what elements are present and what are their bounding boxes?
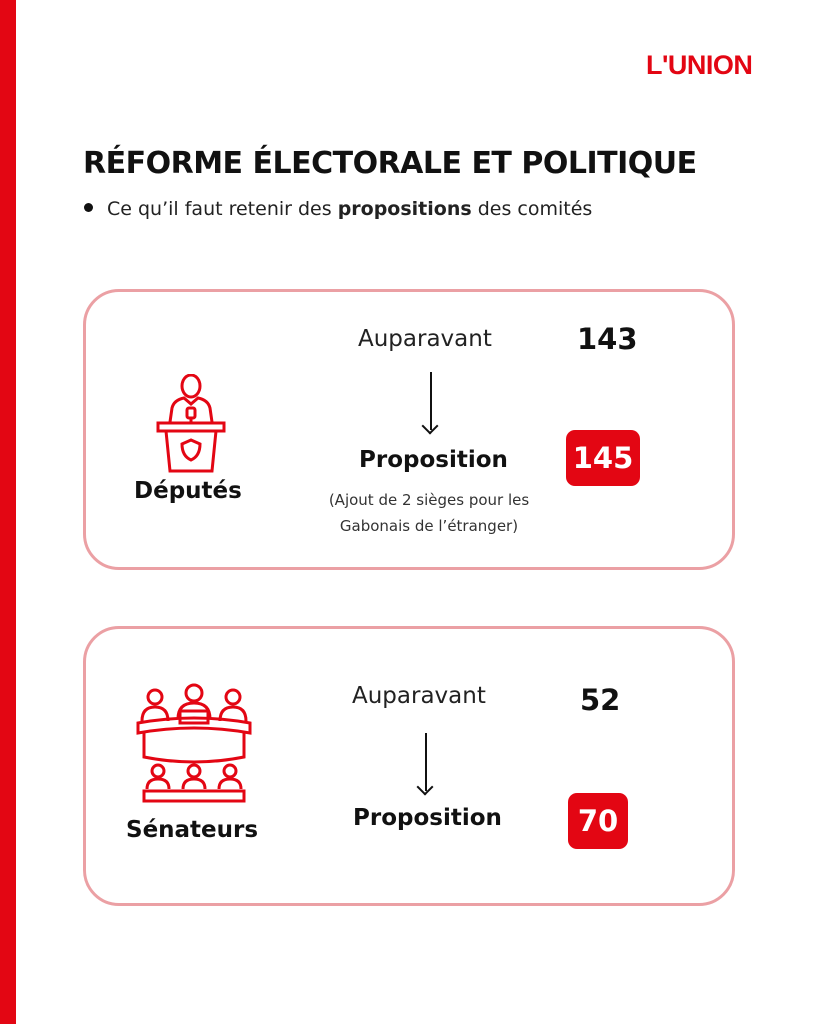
before-value: 52 bbox=[580, 683, 621, 717]
category-label: Sénateurs bbox=[126, 817, 259, 843]
proposal-value-badge: 145 bbox=[566, 430, 640, 486]
subtitle: Ce qu’il faut retenir des propositions d… bbox=[84, 198, 592, 220]
subtitle-bold: propositions bbox=[337, 198, 472, 220]
proposal-label: Proposition bbox=[353, 805, 502, 831]
card-deputes: Députés Auparavant 143 Proposition 145 (… bbox=[83, 289, 735, 570]
bullet-icon bbox=[84, 203, 93, 212]
podium-speaker-icon bbox=[156, 374, 226, 473]
subtitle-text-end: des comités bbox=[471, 198, 593, 220]
page-title: RÉFORME ÉLECTORALE ET POLITIQUE bbox=[83, 146, 697, 181]
before-label: Auparavant bbox=[352, 683, 486, 709]
subtitle-text: Ce qu’il faut retenir des bbox=[107, 198, 338, 220]
left-accent-bar bbox=[0, 0, 16, 1024]
before-value: 143 bbox=[577, 322, 638, 356]
note-line: (Ajout de 2 sièges pour les bbox=[328, 491, 530, 509]
proposal-label: Proposition bbox=[359, 447, 508, 473]
arrow-down-icon bbox=[430, 372, 432, 430]
before-label: Auparavant bbox=[358, 326, 492, 352]
category-label: Députés bbox=[134, 478, 242, 504]
note-line: Gabonais de l’étranger) bbox=[339, 517, 519, 535]
brand-logo: L'UNION bbox=[646, 50, 753, 80]
senate-assembly-icon bbox=[136, 683, 252, 803]
proposal-value-badge: 70 bbox=[568, 793, 628, 849]
card-senateurs: Sénateurs Auparavant 52 Proposition 70 bbox=[83, 626, 735, 906]
arrow-down-icon bbox=[425, 733, 427, 791]
